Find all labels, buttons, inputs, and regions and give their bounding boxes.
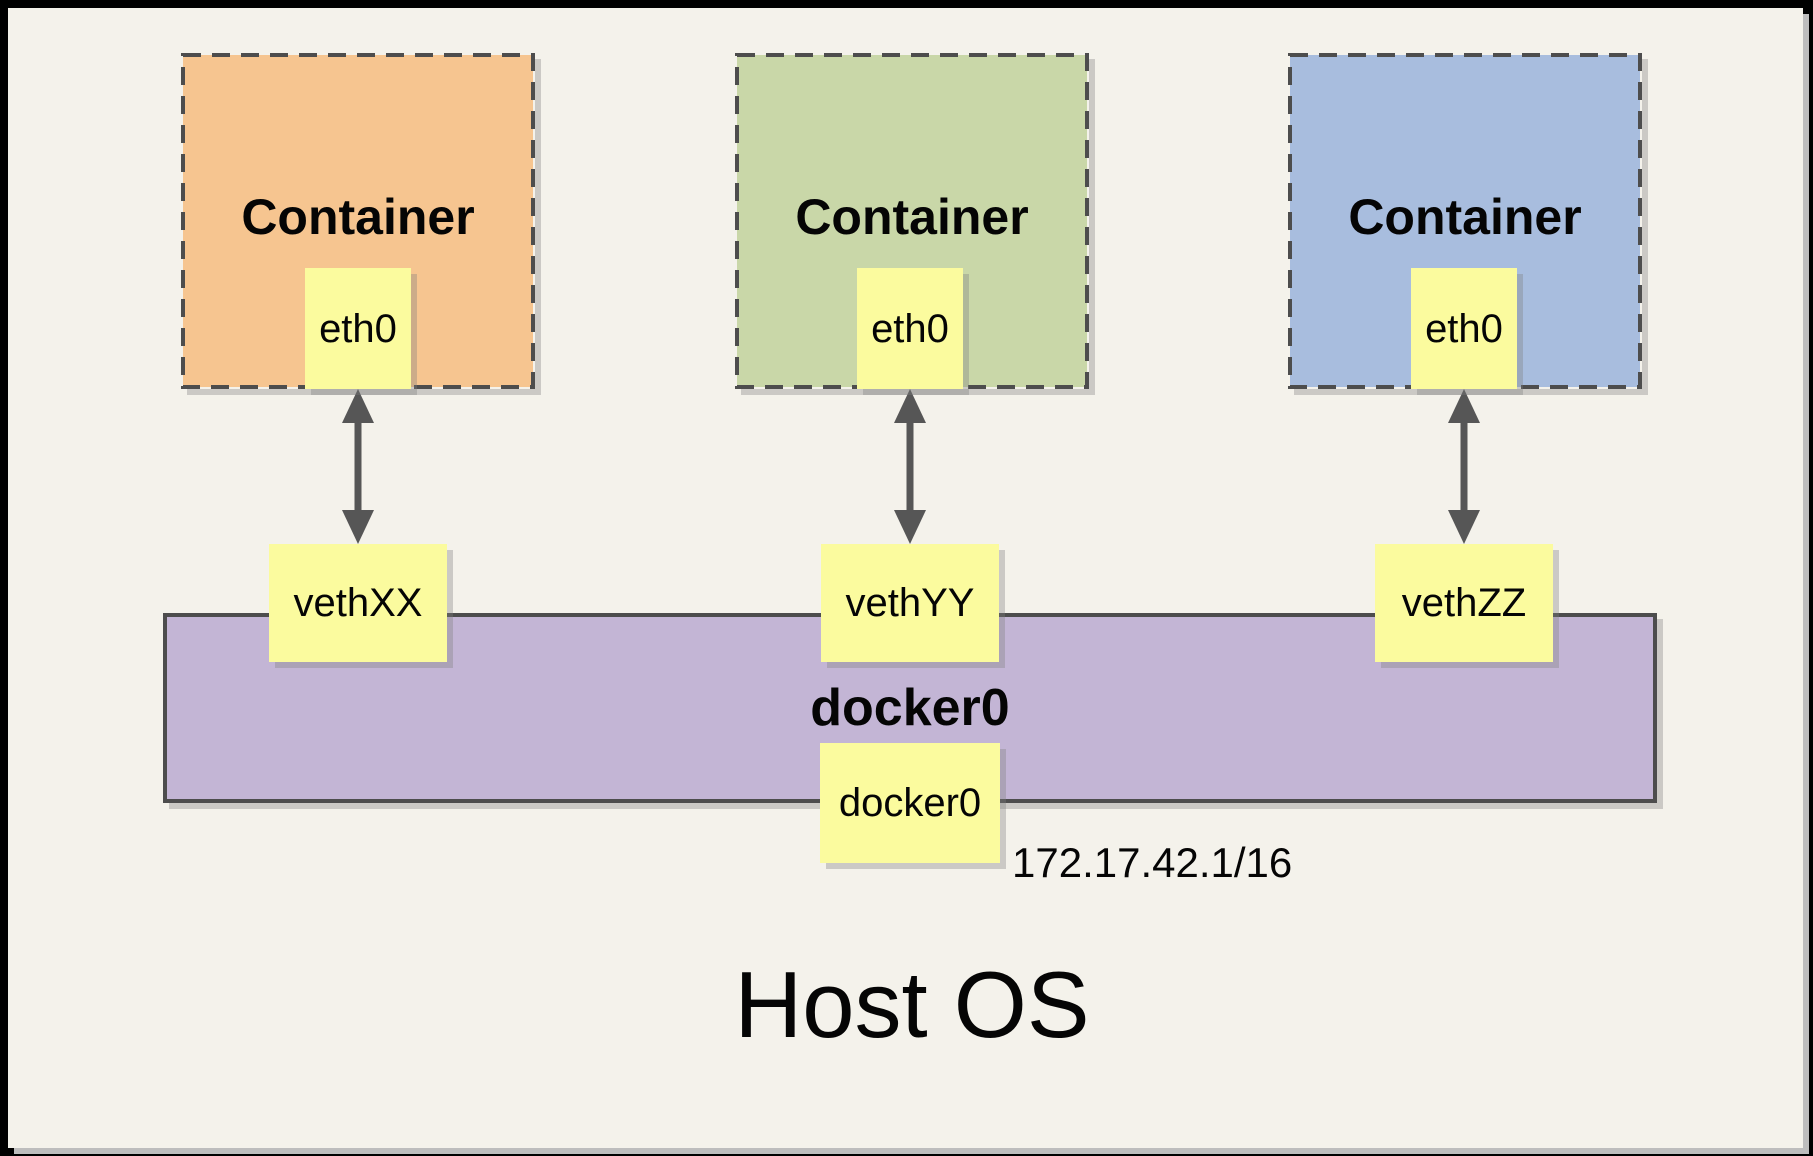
eth0-label: eth0 bbox=[871, 306, 949, 351]
vethyy-label: vethYY bbox=[845, 581, 975, 625]
vethxx-label: vethXX bbox=[293, 581, 423, 625]
container-label: Container bbox=[795, 189, 1029, 245]
vethzz-box: vethZZ bbox=[1375, 544, 1553, 662]
vethzz-label: vethZZ bbox=[1401, 581, 1527, 625]
container-label: Container bbox=[1348, 189, 1582, 245]
docker0-interface-box: docker0 bbox=[820, 743, 1000, 863]
container-label: Container bbox=[241, 189, 475, 245]
eth0-label: eth0 bbox=[319, 306, 397, 351]
docker0-interface-label: docker0 bbox=[838, 781, 982, 825]
veth-connection-arrow-3 bbox=[1448, 389, 1480, 544]
eth0-box-3: eth0 bbox=[1411, 268, 1517, 389]
eth0-box-1: eth0 bbox=[305, 268, 411, 389]
eth0-box-2: eth0 bbox=[857, 268, 963, 389]
eth0-label: eth0 bbox=[1425, 306, 1503, 351]
vethxx-box: vethXX bbox=[269, 544, 447, 662]
docker0-bridge-label: docker0 bbox=[810, 679, 1010, 737]
veth-connection-arrow-1 bbox=[342, 389, 374, 544]
vethyy-box: vethYY bbox=[821, 544, 999, 662]
host-os-label: Host OS bbox=[734, 952, 1090, 1057]
veth-connection-arrow-2 bbox=[894, 389, 926, 544]
bridge-ip-label: 172.17.42.1/16 bbox=[1012, 839, 1293, 886]
